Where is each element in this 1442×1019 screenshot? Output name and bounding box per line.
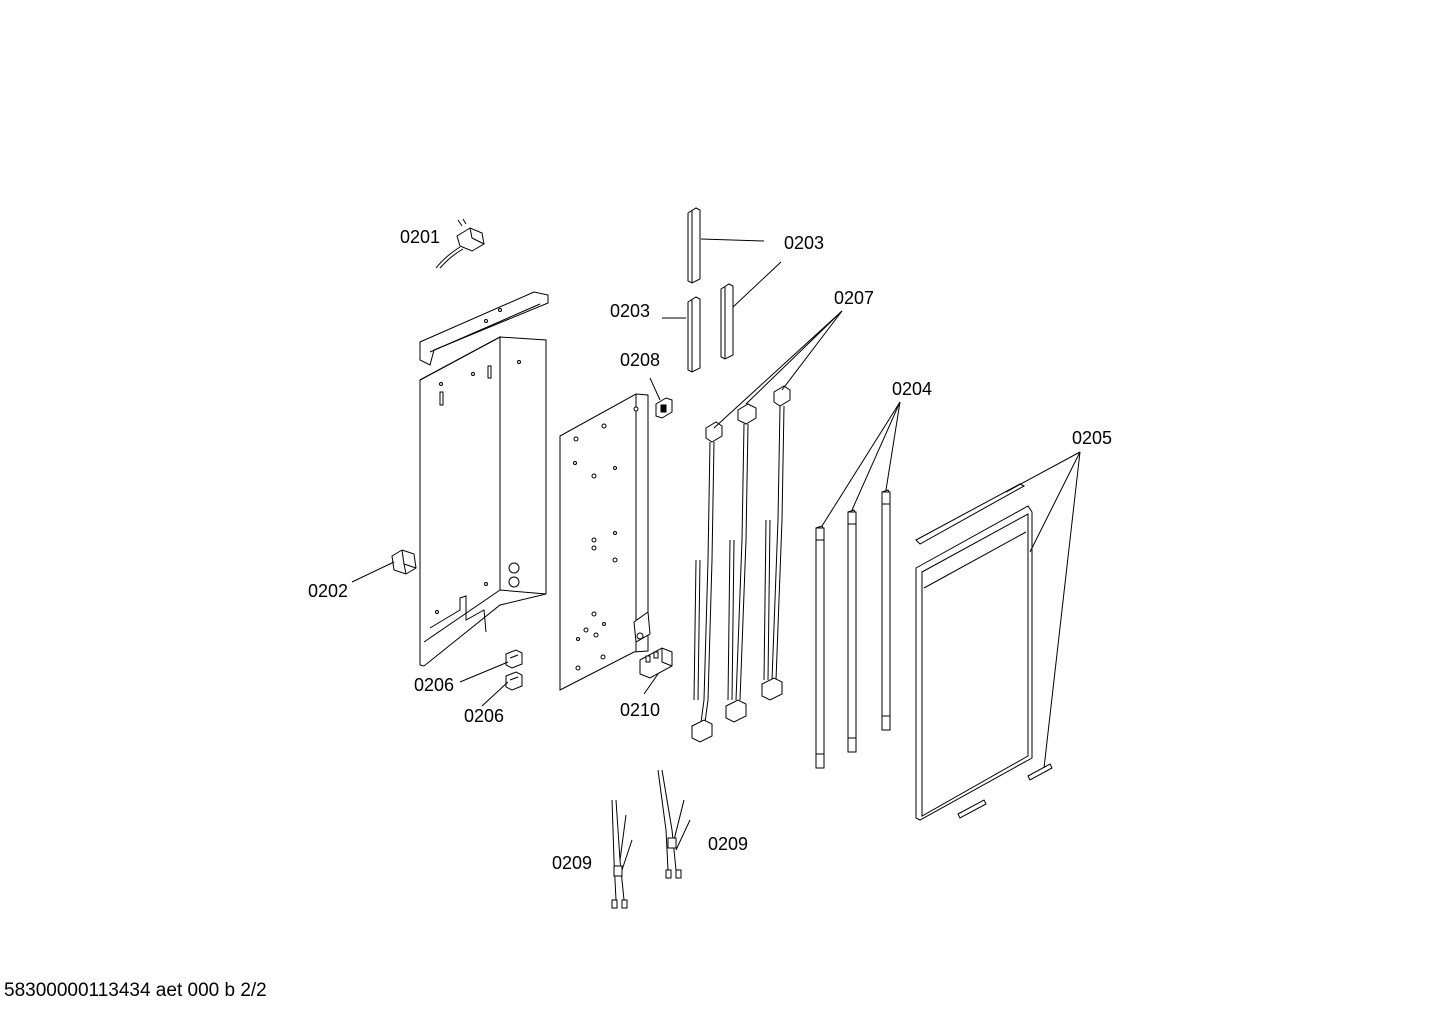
document-footer: 58300000113434 aet 000 b 2/2 xyxy=(4,980,267,1001)
callout-0203-left: 0203 xyxy=(610,301,650,321)
callout-0209-right: 0209 xyxy=(708,834,748,854)
part-0208-clip xyxy=(655,397,673,419)
part-0201-power-plug xyxy=(435,218,485,269)
leader-lines xyxy=(351,238,1081,769)
part-0202-lamp-holder xyxy=(391,549,417,575)
part-housing-panel xyxy=(419,291,549,667)
callout-labels: 0201 0203 0203 0207 0208 0204 0205 0202 … xyxy=(308,227,1112,873)
part-0205-diffuser-frame xyxy=(915,483,1053,821)
callout-0204: 0204 xyxy=(892,379,932,399)
callout-0203-top: 0203 xyxy=(784,233,824,253)
callout-0207: 0207 xyxy=(834,288,874,308)
callout-0210: 0210 xyxy=(620,700,660,720)
callout-0202: 0202 xyxy=(308,581,348,601)
part-0204-light-tubes xyxy=(815,489,891,769)
part-0206-connectors xyxy=(505,649,523,691)
callout-0205: 0205 xyxy=(1072,428,1112,448)
part-0203-profile-strips xyxy=(687,207,734,373)
part-0209-cable-looms xyxy=(611,769,691,909)
callout-0209-left: 0209 xyxy=(552,853,592,873)
callout-0208: 0208 xyxy=(620,350,660,370)
part-0210-switch xyxy=(639,647,673,679)
part-mounting-plate xyxy=(559,393,651,691)
callout-0206-second: 0206 xyxy=(464,706,504,726)
callout-0201: 0201 xyxy=(400,227,440,247)
part-0207-lamp-cables xyxy=(691,385,791,743)
callout-0206-first: 0206 xyxy=(414,675,454,695)
